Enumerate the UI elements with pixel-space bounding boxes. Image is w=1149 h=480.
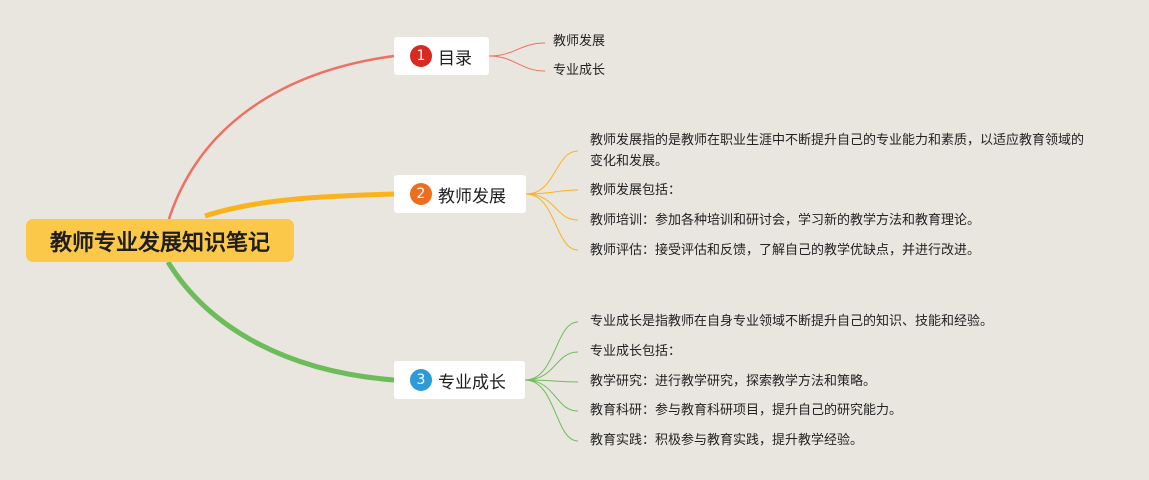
leaf-2-3[interactable]: 教师培训：参加各种培训和研讨会，学习新的教学方法和教育理论。 (590, 213, 981, 228)
leaf-line-2-4 (525, 193, 579, 251)
number-badge-1: 1 (410, 45, 432, 67)
leaf-line-3-1 (524, 321, 579, 381)
topic-title-2: 教师发展 (438, 186, 506, 207)
root-topic[interactable]: 教师专业发展知识笔记 (26, 219, 294, 262)
number-badge-3: 3 (410, 369, 432, 391)
leaf-3-4[interactable]: 教育科研：参与教育科研项目，提升自己的研究能力。 (590, 403, 903, 418)
topic-professional-growth[interactable]: 3 专业成长 (394, 361, 525, 399)
leaf-2-1[interactable]: 教师发展指的是教师在职业生涯中不断提升自己的专业能力和素质，以适应教育领域的变化… (590, 133, 1085, 169)
leaf-1-2[interactable]: 专业成长 (553, 63, 606, 78)
number-badge-2: 2 (410, 183, 432, 205)
branch-line-3 (165, 260, 395, 383)
topic-teacher-development[interactable]: 2 教师发展 (394, 175, 526, 213)
topic-contents[interactable]: 1 目录 (394, 37, 489, 75)
leaf-1-1[interactable]: 教师发展 (553, 34, 606, 49)
branch-line-2 (204, 191, 395, 219)
leaf-line-1-2 (488, 55, 546, 72)
leaf-line-1-1 (488, 42, 546, 57)
leaf-line-3-3 (524, 379, 579, 383)
leaf-line-3-2 (524, 351, 579, 381)
leaf-3-3[interactable]: 教学研究：进行教学研究，探索教学方法和策略。 (590, 374, 877, 389)
topic-title-3: 专业成长 (438, 372, 506, 393)
root-title: 教师专业发展知识笔记 (49, 230, 270, 256)
leaf-2-4[interactable]: 教师评估：接受评估和反馈，了解自己的教学优缺点，并进行改进。 (590, 243, 981, 258)
leaf-3-1[interactable]: 专业成长是指教师在自身专业领域不断提升自己的知识、技能和经验。 (590, 314, 994, 329)
leaf-line-3-4 (524, 379, 579, 412)
branch-line-1 (166, 54, 395, 223)
leaf-line-2-3 (525, 193, 579, 221)
topic-title-1: 目录 (438, 48, 472, 69)
leaf-line-2-1 (525, 150, 579, 195)
leaf-3-5[interactable]: 教育实践：积极参与教育实践，提升教学经验。 (590, 433, 864, 448)
leaf-line-3-5 (524, 379, 579, 442)
leaf-2-2[interactable]: 教师发展包括： (590, 183, 682, 198)
leaf-3-2[interactable]: 专业成长包括： (590, 344, 682, 359)
leaf-line-2-2 (525, 189, 579, 195)
